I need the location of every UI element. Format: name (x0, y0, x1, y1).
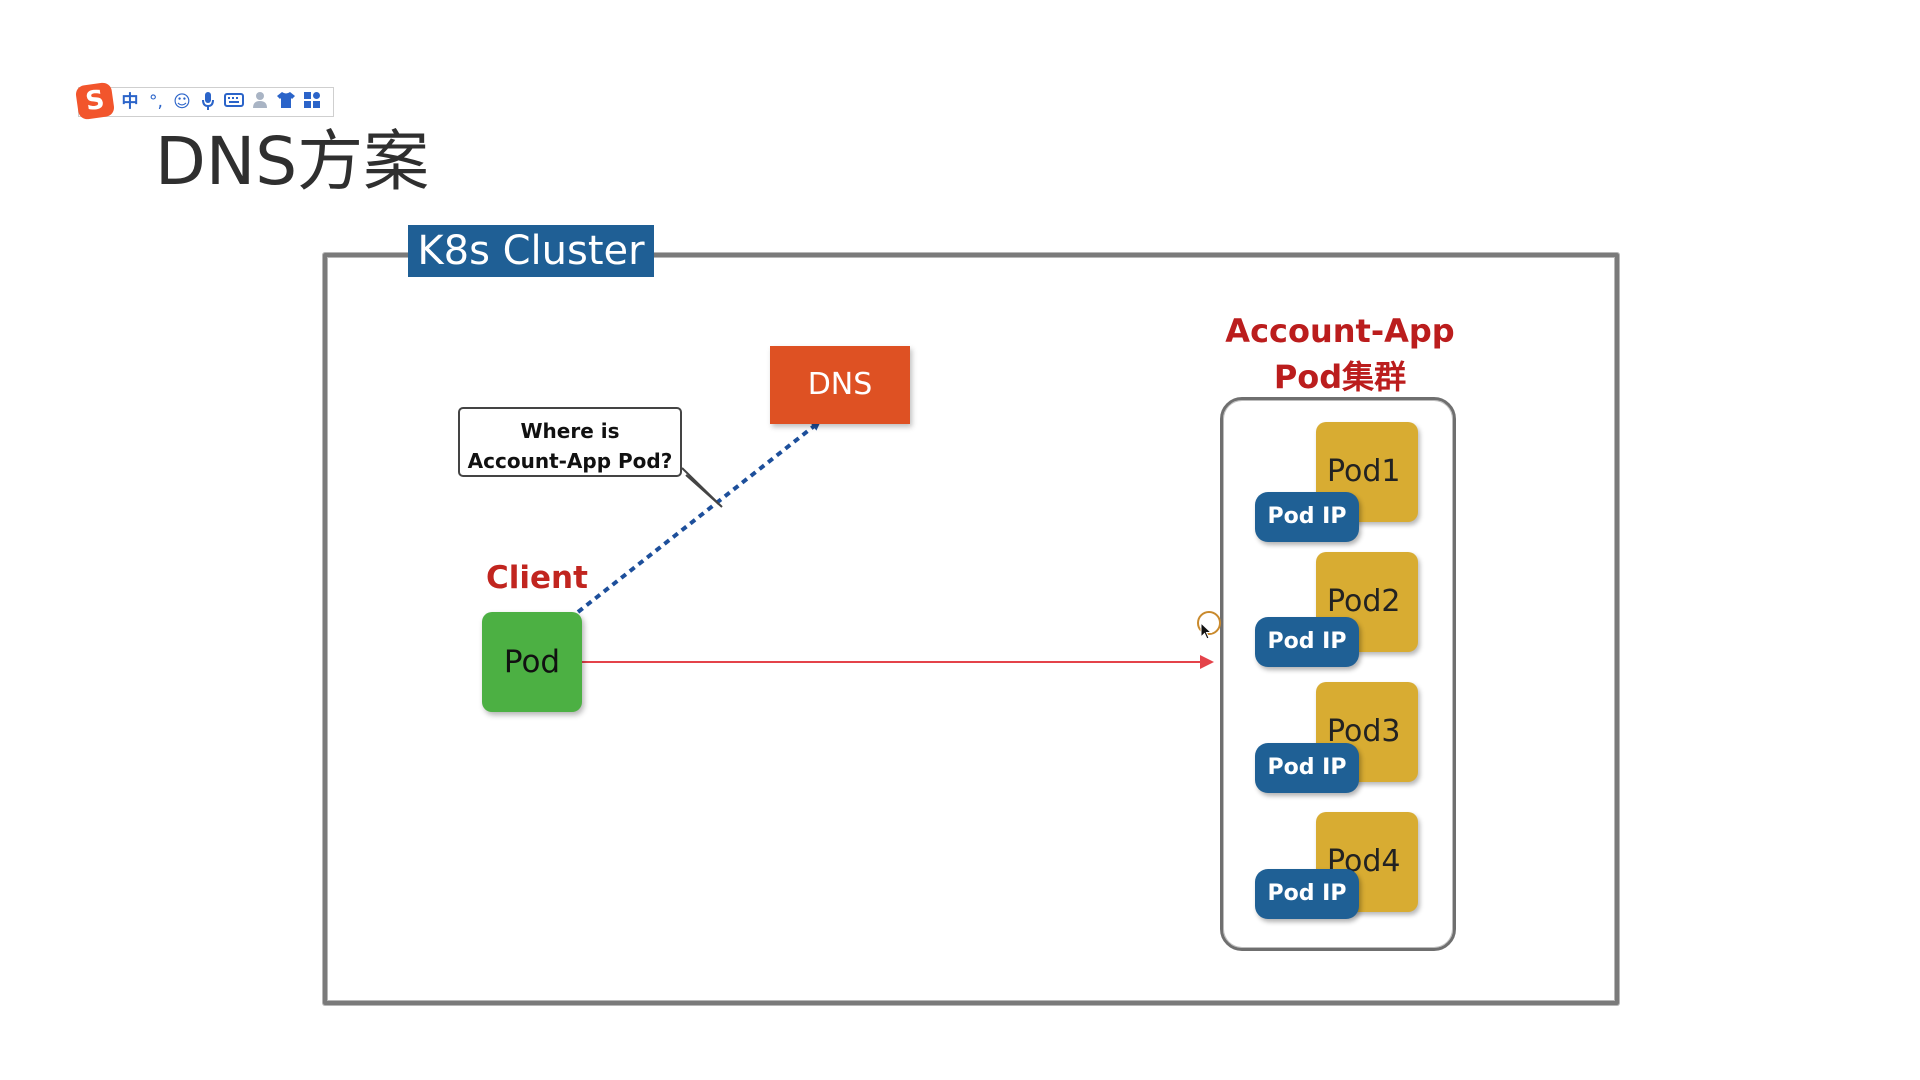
keyboard-icon[interactable] (223, 91, 245, 113)
ime-toolbar[interactable]: S 中 °, ☺ (74, 81, 334, 121)
toolbox-icon[interactable] (301, 91, 323, 113)
skin-icon-graphic (277, 92, 295, 108)
callout-bubble: Where is Account-App Pod? (458, 407, 682, 477)
user-icon-graphic (253, 92, 267, 108)
pod-card: Pod3 (1316, 682, 1418, 782)
dns-box: DNS (770, 346, 910, 424)
pod-group-title-line-1: Account-App (1225, 312, 1455, 350)
microphone-icon-graphic (202, 92, 214, 110)
user-icon[interactable] (249, 91, 271, 113)
pod-ip-badge: Pod IP (1255, 617, 1359, 667)
punctuation-icon[interactable]: °, (149, 92, 163, 112)
skin-icon[interactable] (275, 91, 297, 113)
cluster-frame (323, 253, 1619, 1005)
pod-group-title-line-2: Pod集群 (1273, 358, 1407, 396)
microphone-icon[interactable] (197, 91, 219, 113)
callout-line-1: Where is (520, 419, 620, 443)
keyboard-icon-graphic (224, 93, 244, 107)
toolbox-icon-graphic (304, 92, 320, 108)
client-label: Client (486, 560, 588, 596)
emoji-icon[interactable]: ☺ (173, 92, 191, 112)
pod-group-title: Account-App Pod集群 (1190, 308, 1490, 400)
mouse-cursor-icon (1200, 622, 1212, 640)
pod-ip-badge: Pod IP (1255, 869, 1359, 919)
chinese-mode-icon[interactable]: 中 (121, 92, 139, 112)
page-title: DNS方案 (155, 123, 430, 200)
cluster-label: K8s Cluster (408, 225, 654, 277)
pod-ip-badge: Pod IP (1255, 492, 1359, 542)
pod-ip-badge: Pod IP (1255, 743, 1359, 793)
client-pod-box: Pod (482, 612, 582, 712)
callout-line-2: Account-App Pod? (467, 449, 673, 473)
cursor-highlight-ring (1197, 611, 1221, 635)
sogou-logo-icon[interactable]: S (74, 81, 116, 121)
pod-group-frame (1220, 397, 1456, 951)
